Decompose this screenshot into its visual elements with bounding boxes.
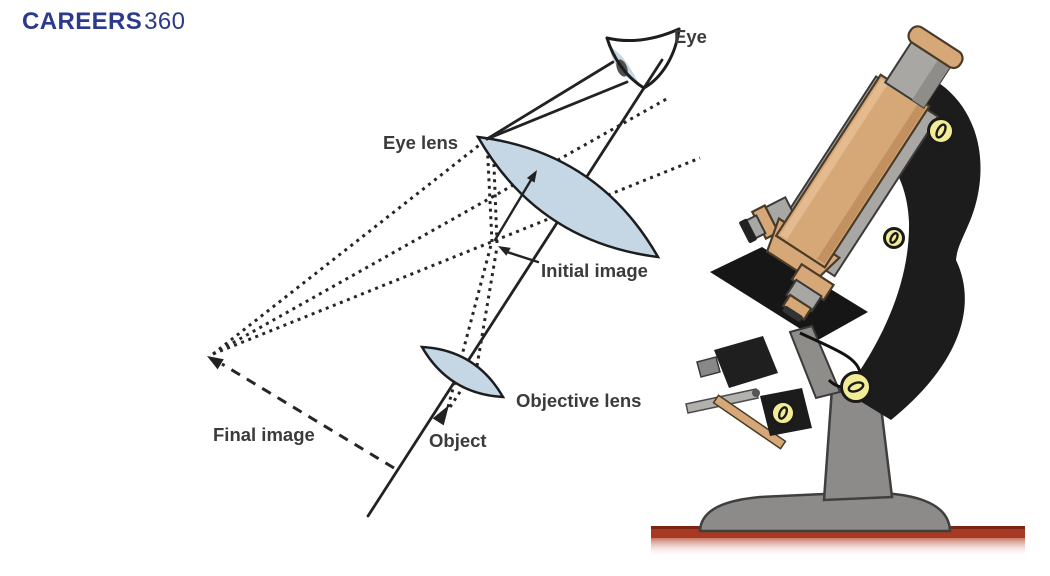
microscope-illustration (651, 25, 1025, 557)
careers360-logo[interactable]: CAREERS360 (22, 8, 185, 36)
screw-fine-adjust-slot (777, 406, 789, 420)
label-objective-lens: Objective lens (516, 390, 641, 411)
logo-text-360: 360 (144, 8, 186, 35)
eyepiece-shade (912, 57, 952, 108)
condenser-box (714, 336, 778, 388)
initial-image-to-eyelens-ray (485, 139, 494, 243)
principal-axis-line (366, 58, 664, 518)
table-shadow-fade (651, 538, 1025, 557)
screw-fine-adjust (770, 400, 796, 426)
mirror-assembly (685, 388, 787, 450)
logo-text-careers: CAREERS (22, 8, 143, 35)
label-eye-lens: Eye lens (383, 132, 458, 153)
label-eye: Eye (674, 26, 707, 47)
eye-outline-left (605, 36, 646, 90)
label-final-image: Final image (213, 424, 315, 445)
object-arrowhead (432, 405, 449, 426)
condenser-knob (696, 356, 721, 378)
eyepiece-cap (907, 25, 964, 70)
ray-diagram: Eye Eye lens Initial image Objective len… (207, 26, 707, 518)
tube-shade (817, 102, 927, 264)
eyelens-to-eye-ray-lower (485, 80, 629, 141)
mirror-pivot (752, 389, 760, 397)
final-image-arrowhead (207, 356, 224, 370)
objective-to-initial-image-ray-right (475, 246, 499, 367)
initial-image-leader-arrowhead (498, 246, 511, 256)
body-tube-assembly (739, 25, 964, 322)
initial-image-arrowhead (526, 170, 537, 183)
objective-barrel-side (739, 195, 799, 243)
microscope-arm (845, 68, 981, 420)
screw-pivot (840, 371, 872, 403)
final-image-dashed-line (221, 362, 395, 470)
screw-pivot-slot (847, 381, 865, 393)
screw-tube (927, 117, 955, 145)
screw-arm (883, 227, 905, 249)
eye-lens-shape (475, 135, 661, 259)
main-objective-cap (782, 306, 803, 322)
label-object: Object (429, 430, 487, 451)
stage-bracket (788, 324, 842, 400)
virtual-ray-lower (212, 156, 701, 356)
tube-highlight (780, 78, 889, 240)
objective-barrel-main (781, 262, 836, 322)
eye-drawing (605, 27, 681, 90)
virtual-ray-upper (212, 137, 488, 356)
label-initial-image: Initial image (541, 260, 648, 281)
initial-image-arrow (493, 178, 533, 242)
objective-to-initial-image-ray-left (459, 244, 493, 360)
eye-outline-right (642, 27, 681, 90)
eye-outline-top (605, 27, 681, 43)
initial-image-leader-line (505, 250, 540, 264)
side-objective-cap (739, 218, 757, 243)
screw-tube-slot (935, 123, 947, 139)
mirror-rod-tan (712, 394, 787, 450)
eyelens-to-eye-ray-upper (485, 60, 615, 141)
objective-lens-shape (419, 345, 506, 399)
adjustment-screws (760, 117, 955, 436)
screw-arm-slot (889, 232, 899, 244)
